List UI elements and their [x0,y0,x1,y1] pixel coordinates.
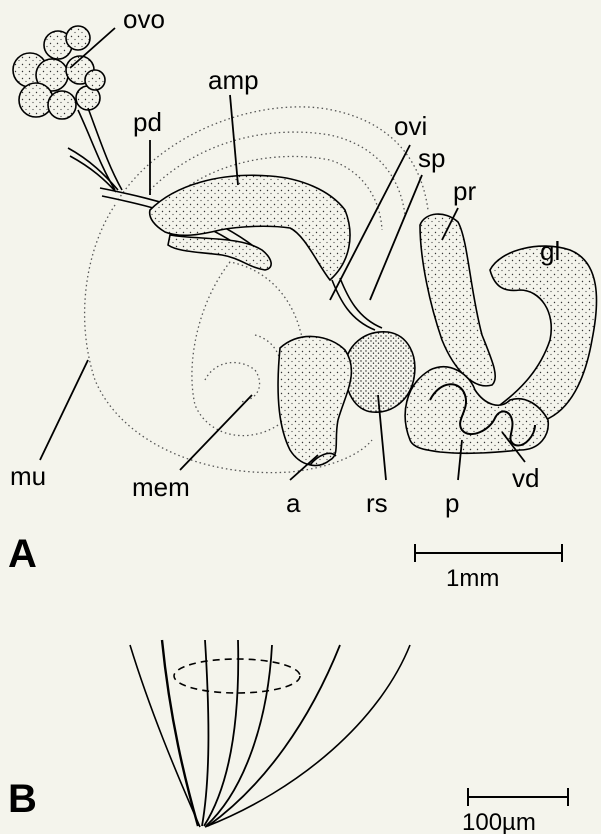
label-ovi: ovi [394,111,427,141]
label-amp: amp [208,65,259,95]
panel-b-drawing [130,640,410,827]
scale-label-b: 100µm [462,809,536,834]
ampulla-loop [168,235,271,270]
panel-label-a: A [8,532,37,576]
oviduct [332,278,382,330]
gland [490,246,597,421]
leader-amp [230,95,238,185]
label-pd: pd [133,107,162,137]
panel-label-b: B [8,777,37,821]
atrium [278,336,351,465]
label-vd: vd [512,463,539,493]
leader-mem [180,395,252,470]
leader-sp [370,175,422,300]
ovotestis [13,26,105,119]
label-a: a [286,488,301,518]
prostate [420,214,495,386]
label-pr: pr [453,176,476,206]
label-p: p [445,488,459,518]
scale-bar-a [415,544,562,562]
label-mu: mu [10,461,46,491]
penis-outline-right [205,645,410,827]
panel-a-drawing [13,26,597,473]
label-rs: rs [366,488,388,518]
label-mem: mem [132,472,190,502]
label-sp: sp [418,143,445,173]
stylet-2 [202,640,208,826]
scale-label-a: 1mm [446,565,499,592]
leader-mu [40,360,88,460]
inner-cavity [255,335,281,380]
label-ovo: ovo [123,4,165,34]
scale-bar-b [468,788,568,806]
label-gl: gl [540,236,560,266]
receptaculum-seminis [345,332,415,412]
